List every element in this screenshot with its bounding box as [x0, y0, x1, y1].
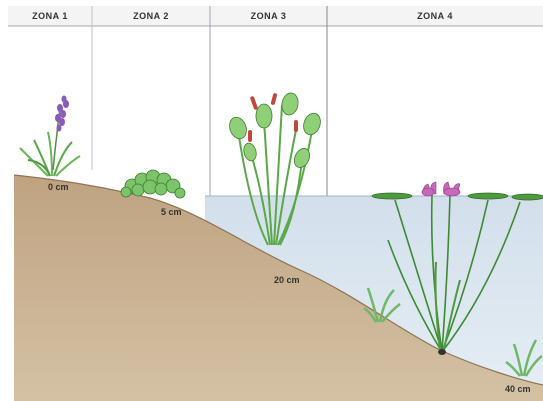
depth-label-0cm: 0 cm — [48, 182, 69, 192]
depth-label-40cm: 40 cm — [505, 384, 531, 394]
zone-2-header: ZONA 2 — [92, 6, 210, 26]
depth-label-20cm: 20 cm — [274, 275, 300, 285]
zone-4-header: ZONA 4 — [327, 6, 543, 26]
depth-label-5cm: 5 cm — [161, 207, 182, 217]
zone-3-header: ZONA 3 — [210, 6, 327, 26]
zone-1-header: ZONA 1 — [8, 6, 92, 26]
